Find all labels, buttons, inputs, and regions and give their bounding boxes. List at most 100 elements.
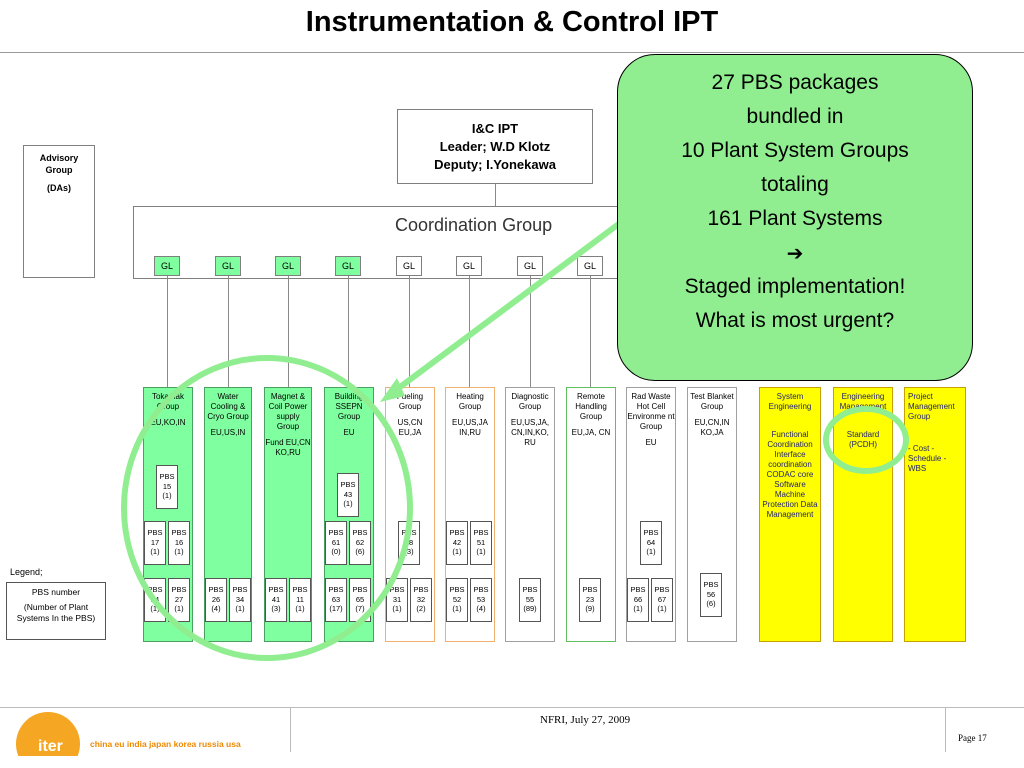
callout-box: 27 PBS packages bundled in 10 Plant Syst… [617, 54, 973, 381]
group-system-engineering: System Engineering Functional Coordinati… [759, 387, 821, 642]
leader-line1: I&C IPT [471, 120, 519, 136]
group-name: Heating Group [456, 392, 484, 411]
gl-box: GL [154, 256, 180, 276]
group-countries: EU,JA, CN [571, 428, 611, 437]
page-number: Page 17 [958, 733, 987, 743]
leader-line2: Leader; W.D Klotz [439, 138, 551, 154]
ipt-leader-box: I&C IPT Leader; W.D Klotz Deputy; I.Yone… [397, 109, 593, 184]
advisory-line3: (DAs) [47, 183, 71, 193]
callout-line: bundled in [746, 105, 844, 128]
group-items: Standard (PCDH) [846, 430, 880, 449]
group-project-management: Project Management Group - Cost - Schedu… [904, 387, 966, 642]
group-name: Water Cooling & Cryo Group [207, 392, 249, 421]
group-countries: EU [343, 428, 355, 437]
gl-box: GL [275, 256, 301, 276]
connector [348, 276, 349, 387]
group-countries: EU,US,JA IN,RU [451, 418, 488, 437]
callout-line: 161 Plant Systems [707, 207, 883, 230]
group-countries: EU,CN,IN KO,JA [694, 418, 730, 437]
advisory-line2: Group [45, 165, 73, 175]
group-countries: EU [645, 438, 657, 447]
group-countries: EU,KO,IN [150, 418, 186, 427]
leader-connector [495, 184, 496, 206]
slide-title: Instrumentation & Control IPT [305, 6, 719, 38]
group-countries: US,CN EU,JA [397, 418, 423, 437]
gl-box: GL [456, 256, 482, 276]
advisory-group-box: Advisory Group (DAs) [23, 145, 95, 278]
footer-divider [290, 707, 291, 752]
iter-logo: iter [16, 712, 80, 756]
group-name: Remote Handling Group [575, 392, 607, 421]
group-name: Building SSEPN Group [334, 392, 364, 421]
gl-box: GL [335, 256, 361, 276]
legend-box: PBS number (Number of Plant Systems In t… [6, 582, 106, 640]
group-name: Fueling Group [396, 392, 424, 411]
callout-line: totaling [761, 173, 829, 196]
group-countries: EU,US,JA, CN,IN,KO, RU [510, 418, 550, 447]
highlight-ring [121, 355, 413, 661]
advisory-line1: Advisory [39, 153, 79, 163]
callout-arrow-line [390, 220, 622, 396]
connector [167, 276, 168, 387]
callout-line: Staged implementation! [684, 275, 906, 298]
footer-tagline: china eu india japan korea russia usa [90, 739, 241, 749]
group-name: Magnet & Coil Power supply Group [268, 392, 308, 431]
group-countries: Fund EU,CN KO,RU [265, 438, 311, 457]
iter-logo-text: iter [38, 738, 63, 755]
callout-arrow-head [380, 378, 405, 402]
legend-label: Legend; [10, 567, 43, 577]
group-items: - Cost - Schedule - WBS [908, 444, 947, 473]
gl-box: GL [396, 256, 422, 276]
group-name: Rad Waste Hot Cell Environme nt Group [627, 392, 675, 431]
footer-rule [0, 707, 1024, 708]
footer-date: NFRI, July 27, 2009 [540, 714, 631, 726]
gl-box: GL [517, 256, 543, 276]
connector [590, 276, 591, 387]
group-name: Project Management Group [908, 392, 955, 421]
callout-line: 10 Plant System Groups [681, 139, 909, 162]
title-rule [0, 52, 1024, 53]
group-engineering-management: Engineering Management Standard (PCDH) [833, 387, 893, 642]
group-name: Diagnostic Group [511, 392, 549, 411]
connector [228, 276, 229, 387]
highlight-ring-small [823, 406, 909, 474]
group-countries: EU,US,IN [210, 428, 246, 437]
group-name: Test Blanket Group [690, 392, 734, 411]
coordination-group-label: Coordination Group [395, 215, 553, 235]
legend-line1: PBS number [31, 587, 81, 597]
gl-box: GL [577, 256, 603, 276]
legend-line2: (Number of Plant Systems In the PBS) [16, 602, 96, 623]
group-items: Functional Coordination Interface coordi… [762, 430, 818, 519]
leader-line3: Deputy; I.Yonekawa [434, 156, 556, 172]
footer-divider [945, 707, 946, 752]
connector [530, 276, 531, 387]
connector [288, 276, 289, 387]
connector [409, 276, 410, 387]
callout-line: What is most urgent? [695, 309, 895, 332]
